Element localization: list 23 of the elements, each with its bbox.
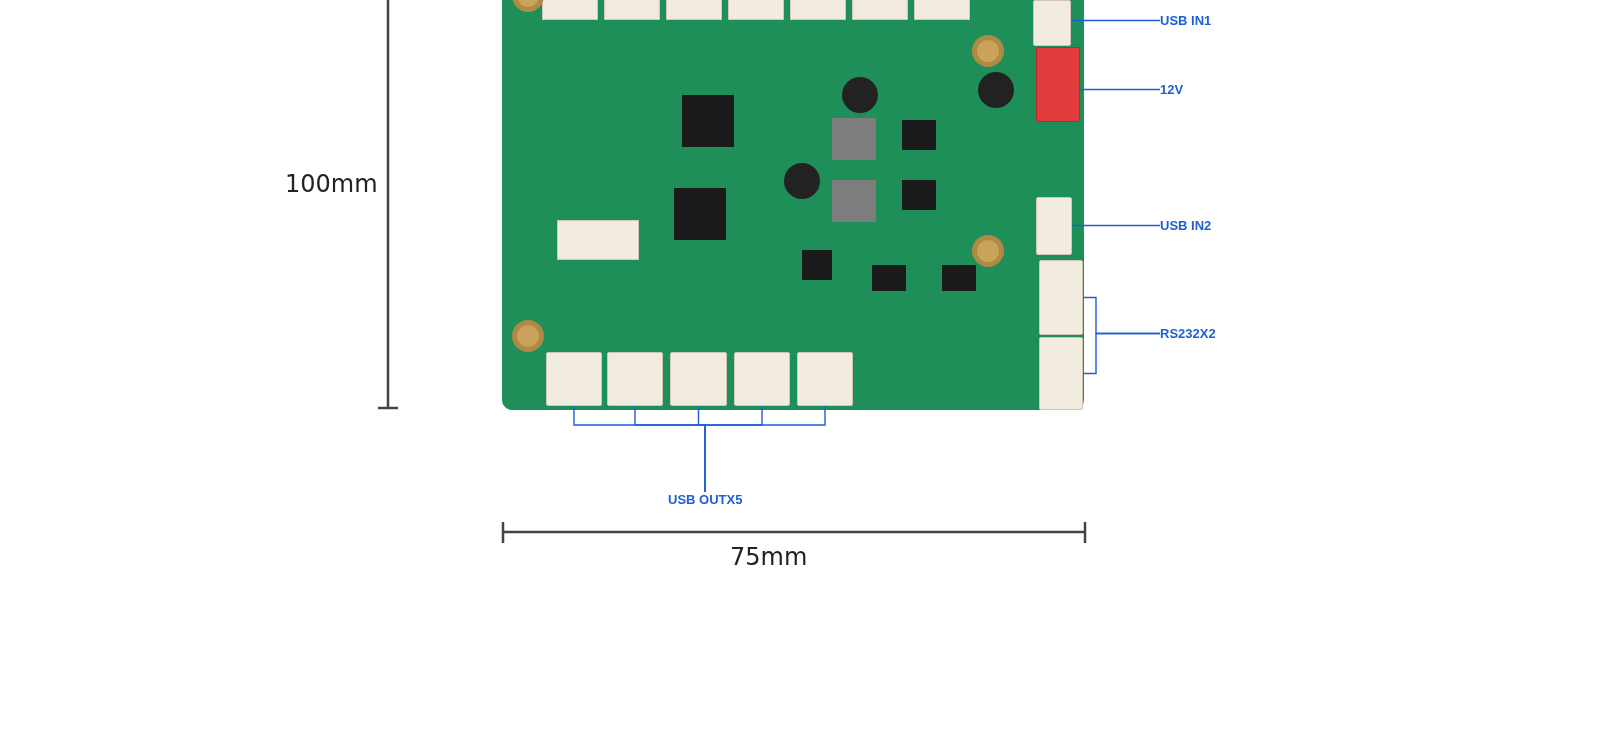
circuit-board-drawing [502,0,1084,410]
callout-label: USB IN2 [1160,218,1212,233]
connector-socket [1039,260,1083,335]
connector-socket [1039,337,1083,410]
leader-line [1070,19,1161,22]
connector-socket [670,352,727,406]
connector-socket [546,352,602,406]
dimension-label: 100mm [285,170,378,198]
connector-socket [1036,197,1072,255]
dimension-label: 75mm [730,543,808,571]
connector-socket [734,352,790,406]
connector-socket [1033,0,1071,46]
callout-label: USB OUTX5 [668,492,743,507]
leader-line [704,405,826,493]
leader-line [1082,332,1161,375]
leader-line [1079,88,1161,91]
connector-socket [797,352,853,406]
callout-label: USB IN1 [1160,13,1212,28]
connector-socket [607,352,663,406]
callout-label: RS232X2 [1160,326,1216,341]
callout-label: 12V [1160,82,1184,97]
connector-socket [1036,47,1080,122]
leader-line [1071,224,1161,227]
